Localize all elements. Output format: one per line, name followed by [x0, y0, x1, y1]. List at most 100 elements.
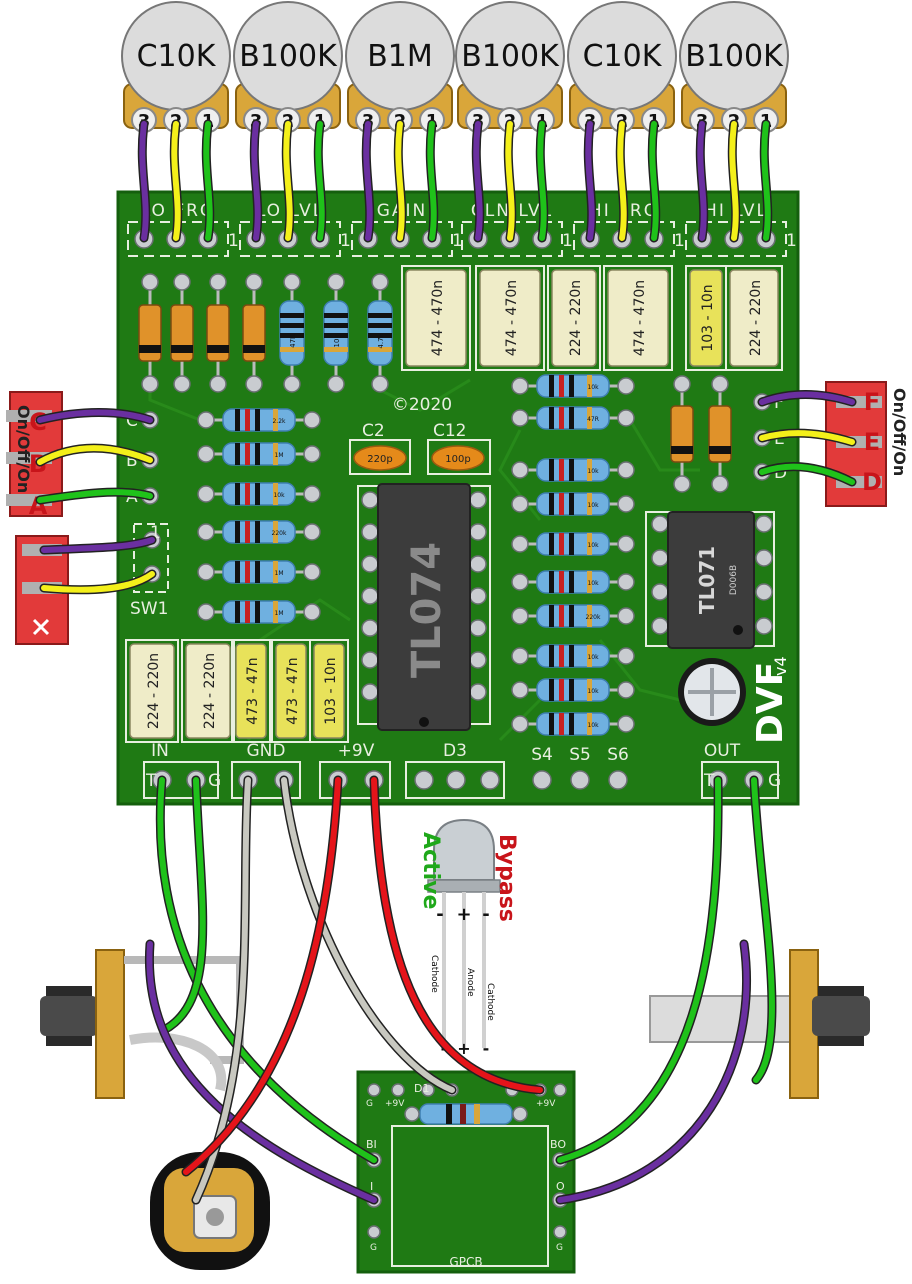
- led-active-label: Active: [418, 832, 443, 909]
- pot-header-pin-one: 1: [674, 231, 685, 251]
- ic-main-pin: [469, 651, 487, 669]
- pot-header-pin-one: 1: [786, 231, 797, 251]
- pot-value: B100K: [239, 39, 338, 74]
- footswitch-resistor-pad-right: [512, 1106, 528, 1122]
- pot-wire: [729, 121, 739, 241]
- label-s6: S6: [607, 745, 629, 765]
- svg-text:OUT: OUT: [704, 741, 741, 761]
- c12-outline: [427, 439, 491, 475]
- svg-text:47R: 47R: [289, 334, 297, 348]
- wire: [557, 941, 750, 1203]
- fs-d1-label: D1: [414, 1082, 429, 1095]
- fs-9v-left-label: +9V: [385, 1099, 405, 1109]
- svg-text:4.7k: 4.7k: [377, 332, 385, 348]
- pot-wire: [315, 121, 325, 241]
- fs-bi-label: BI: [366, 1138, 377, 1151]
- resistor: 10k: [197, 482, 321, 506]
- pad-s5: [570, 770, 590, 790]
- svg-text:T: T: [703, 771, 715, 791]
- ic-small-pins: [651, 515, 773, 635]
- resistor: 220k: [197, 520, 321, 544]
- electrolytic-vent: [688, 668, 736, 716]
- led-plus-bottom: +: [457, 1039, 470, 1058]
- diode: [206, 273, 230, 393]
- svg-text:10k: 10k: [587, 502, 599, 509]
- footswitch-resistor-band-1: [446, 1104, 452, 1124]
- sw1-pin-label: 1: [150, 523, 161, 543]
- output-jack-nut: [812, 996, 870, 1036]
- pot-wire: [171, 121, 181, 241]
- svg-text:F: F: [774, 393, 784, 413]
- ic-small-pin: [755, 515, 773, 533]
- c12-value: 100p: [445, 454, 470, 465]
- svg-text:103 - 10n: 103 - 10n: [700, 284, 716, 351]
- pot-wire: [697, 121, 707, 241]
- ic-main-pin: [361, 587, 379, 605]
- fs-pad-g-bottom-right: [553, 1225, 567, 1239]
- svg-text:224 - 220n: 224 - 220n: [202, 653, 218, 729]
- c2-capacitor: [353, 445, 407, 471]
- svg-text:10k: 10k: [333, 334, 341, 348]
- ic-main-pin: [361, 523, 379, 541]
- svg-text:10k: 10k: [587, 688, 599, 695]
- fs-bo-label: BO: [550, 1138, 566, 1151]
- input-jack-washer: [95, 949, 125, 1099]
- svg-text:IN: IN: [151, 741, 169, 761]
- pot-wire: [203, 121, 213, 241]
- ic-main-pin: [361, 683, 379, 701]
- diode: [242, 273, 266, 393]
- header-d3: D3: [405, 741, 505, 799]
- svg-text:474 - 470n: 474 - 470n: [430, 280, 446, 356]
- diode: [708, 375, 732, 493]
- pot-wire: [283, 121, 293, 241]
- resistor: 47R: [279, 273, 305, 393]
- wire: [37, 445, 153, 465]
- svg-text:1M: 1M: [275, 452, 284, 459]
- svg-text:47R: 47R: [587, 416, 599, 423]
- fs-g-bottom-right-label: G: [556, 1243, 563, 1253]
- fs-g-top-label: G: [366, 1099, 373, 1109]
- svg-text:+9V: +9V: [338, 741, 375, 761]
- resistor: 4.7k: [367, 273, 393, 393]
- resistor: 10k: [511, 712, 635, 736]
- svg-text:B: B: [126, 451, 138, 471]
- fs-i-label: I: [370, 1180, 373, 1193]
- fs-pad-g-top: [367, 1083, 381, 1097]
- pot-wire: [251, 121, 261, 241]
- svg-text:220k: 220k: [586, 614, 601, 621]
- right-toggle-pin-f: F: [864, 388, 880, 416]
- ic-main-pin: [469, 587, 487, 605]
- fs-g-bottom-label: G: [370, 1243, 377, 1253]
- wire-outline: [279, 775, 457, 1095]
- film-capacitor: 103 - 10n: [309, 639, 349, 743]
- wire: [759, 463, 855, 485]
- pad-s4: [532, 770, 552, 790]
- pot-header-pin-one: 1: [228, 231, 239, 251]
- pot-wire: [427, 121, 437, 241]
- film-capacitor: 473 - 47n: [231, 639, 271, 743]
- ic-small-label: TL071: [695, 546, 719, 614]
- svg-text:220k: 220k: [272, 530, 287, 537]
- ic-main-pin: [361, 619, 379, 637]
- film-capacitor: 473 - 47n: [271, 639, 311, 743]
- ic-main-label: TL074: [404, 542, 450, 678]
- svg-text:474 - 470n: 474 - 470n: [632, 280, 648, 356]
- pot-wire: [139, 121, 149, 241]
- footswitch-resistor-pad-left: [404, 1106, 420, 1122]
- fs-o-label: O: [556, 1180, 565, 1193]
- ic-small-pin: [651, 515, 669, 533]
- ic-main-pin: [361, 651, 379, 669]
- wire: [183, 777, 341, 1175]
- pot-value: B1M: [367, 39, 433, 74]
- wire: [281, 777, 455, 1093]
- led-minus-right-bottom: -: [483, 1039, 490, 1058]
- film-capacitor: 224 - 220n: [725, 265, 783, 371]
